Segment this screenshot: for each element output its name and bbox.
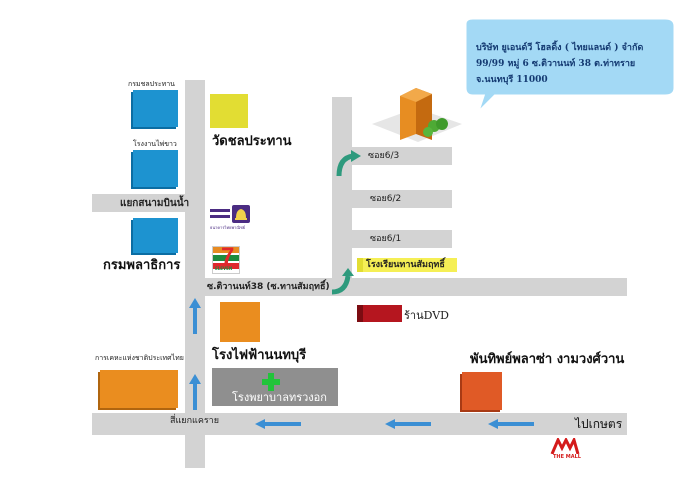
school-naiban-label: โรงงานไพ่ขาว — [133, 140, 177, 148]
company-bubble — [463, 16, 677, 116]
road-soi-6-3 — [352, 147, 452, 165]
bank-icon — [235, 209, 247, 220]
turn-arrow-icon — [336, 150, 361, 177]
arrow-left-icon — [488, 419, 534, 429]
school-label: โรงเรียนทานสัมฤทธิ์ — [366, 260, 445, 270]
road-soi-6-1 — [352, 230, 452, 248]
arrow-up-icon — [189, 298, 201, 334]
company-address: บริษัท ยูเอนด์วี โฮลดิ้ง ( ไทยแลนด์ ) จำ… — [476, 40, 656, 88]
housing-building — [100, 370, 178, 408]
electricity-label: โรงไฟฟ้านนทบุรี — [212, 348, 307, 363]
company-line-3: จ.นนทบุรี 11000 — [476, 75, 548, 85]
airport-intersection-label: แยกสนามบินน้ำ — [120, 198, 190, 209]
turn-arrow-icon — [331, 268, 354, 295]
arrow-left-icon — [255, 419, 301, 429]
tiwanon-road-label: ซ.ติวานนท์38 (ซ.ทานสัมฤทธิ์) — [207, 282, 330, 292]
bank-caption: ธนาคารไทยพาณิชย์ — [210, 225, 246, 230]
soi-6-1-label: ซอย6/1 — [370, 234, 402, 244]
dvd-shop-label: ร้านDVD — [404, 309, 449, 322]
company-building — [372, 82, 462, 150]
temple-building — [210, 94, 248, 128]
soi-6-2-label: ซอย6/2 — [370, 194, 402, 204]
seven-eleven-text: ELEVEN — [215, 266, 233, 271]
dept-postal-building — [133, 218, 178, 253]
housing-label: การเคหะแห่งชาติประเทศไทย — [95, 354, 184, 362]
hospital-cross-icon — [262, 373, 280, 391]
seven-eleven-logo: 7 ELEVEN — [212, 245, 240, 274]
arrow-left-icon — [385, 419, 431, 429]
khae-rai-label: สี่แยกแคราย — [170, 416, 219, 426]
school-naiban-building — [133, 150, 178, 187]
hospital-building — [212, 368, 338, 406]
the-mall-text: THE MALL — [553, 454, 581, 460]
temple-label: วัดชลประทาน — [212, 134, 292, 149]
bank-logo: ธนาคารไทยพาณิชย์ — [210, 205, 250, 230]
the-mall-logo: THE MALL — [550, 435, 581, 460]
electricity-building — [220, 302, 260, 342]
museum-label: พันทิพย์พลาซ่า งามวงศ์วาน — [470, 352, 625, 367]
arrow-up-icon — [189, 374, 201, 410]
dept-irrigation-label: กรมชลประทาน — [128, 80, 175, 88]
school-box — [357, 258, 457, 272]
road-soi-6-2 — [352, 190, 452, 208]
dept-postal-label: กรมพลาธิการ — [103, 258, 181, 273]
road-vertical-main — [185, 80, 205, 468]
company-line-1: บริษัท ยูเอนด์วี โฮลดิ้ง ( ไทยแลนด์ ) จำ… — [476, 43, 644, 53]
soi-6-3-label: ซอย6/3 — [368, 151, 400, 161]
to-kaset-label: ไปเกษตร — [575, 417, 623, 431]
road-tiwanon-38 — [205, 278, 627, 296]
road-airport-intersection — [92, 194, 185, 212]
museum-building — [462, 372, 502, 410]
hospital-label: โรงพยาบาลทรวงอก — [232, 391, 327, 404]
dvd-shop-building — [357, 305, 402, 322]
road-bottom-main — [92, 413, 627, 435]
road-vertical-soi — [332, 97, 352, 295]
company-line-2: 99/99 หมู่ 6 ซ.ติวานนท์ 38 ต.ท่าทราย — [476, 59, 636, 69]
dept-irrigation-building — [133, 90, 178, 127]
